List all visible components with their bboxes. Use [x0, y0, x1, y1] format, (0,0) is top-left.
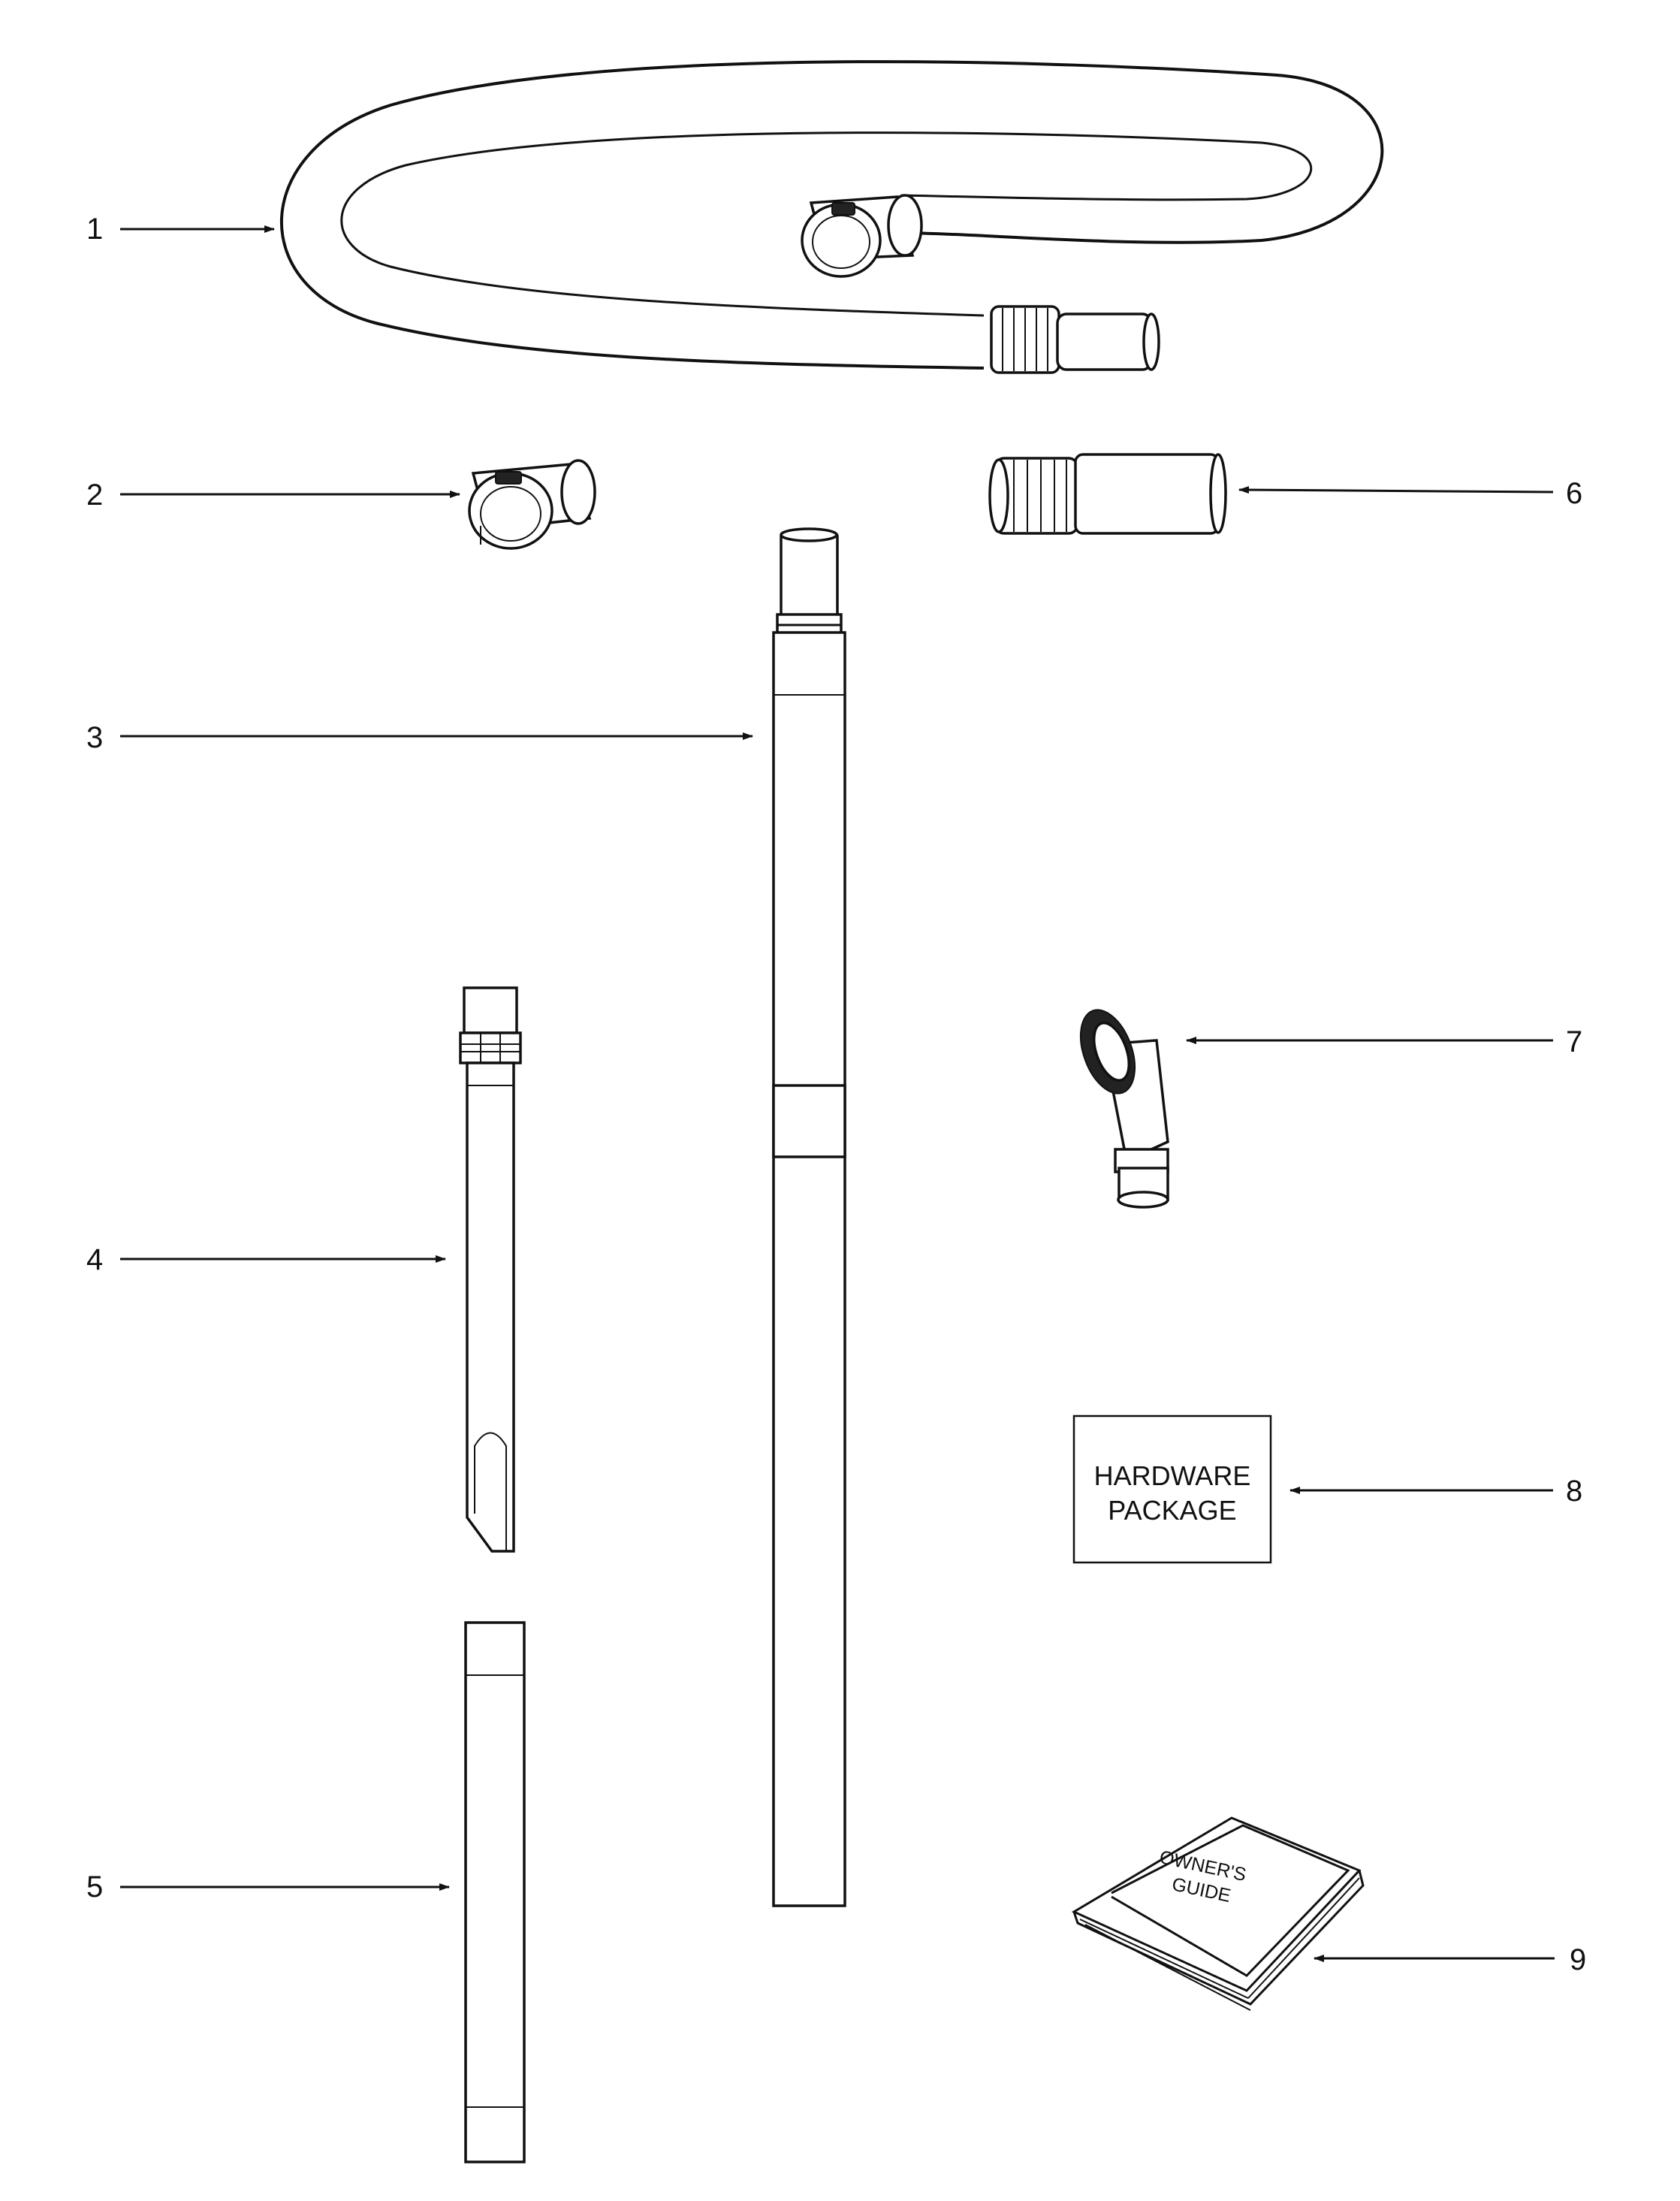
callout-9: 9	[1314, 1943, 1586, 1976]
callout-4: 4	[86, 1243, 446, 1276]
callout-label-9: 9	[1570, 1943, 1586, 1976]
callout-label-6: 6	[1566, 477, 1582, 510]
callout-label-4: 4	[86, 1243, 103, 1276]
hose-swivel-elbow	[801, 194, 923, 278]
owners-guide-part: OWNER'S GUIDE	[1071, 1816, 1365, 2011]
hose-part	[280, 60, 1384, 374]
hardware-package-line1: HARDWARE	[1094, 1460, 1251, 1491]
callout-3: 3	[86, 721, 753, 754]
swivel-elbow-part	[468, 459, 596, 550]
hose-cuff-part	[988, 453, 1227, 535]
callout-2: 2	[86, 479, 460, 512]
callout-label-3: 3	[86, 721, 103, 754]
dusting-brush-part	[1079, 1009, 1169, 1209]
hardware-package-line2: PACKAGE	[1108, 1495, 1236, 1526]
hardware-package-part: HARDWARE PACKAGE	[1072, 1414, 1272, 1564]
callout-label-7: 7	[1566, 1025, 1582, 1058]
callout-label-1: 1	[86, 213, 103, 246]
callout-1: 1	[86, 213, 275, 246]
callout-6: 6	[1238, 477, 1582, 510]
crevice-tool-part	[459, 986, 522, 1553]
callout-label-5: 5	[86, 1870, 103, 1904]
callout-8: 8	[1289, 1475, 1582, 1508]
callout-label-2: 2	[86, 479, 103, 512]
callout-5: 5	[86, 1870, 450, 1904]
extension-wand-part	[772, 527, 846, 1907]
callout-label-8: 8	[1566, 1475, 1582, 1508]
straight-tube-part	[464, 1621, 526, 2163]
callout-7: 7	[1186, 1025, 1582, 1058]
